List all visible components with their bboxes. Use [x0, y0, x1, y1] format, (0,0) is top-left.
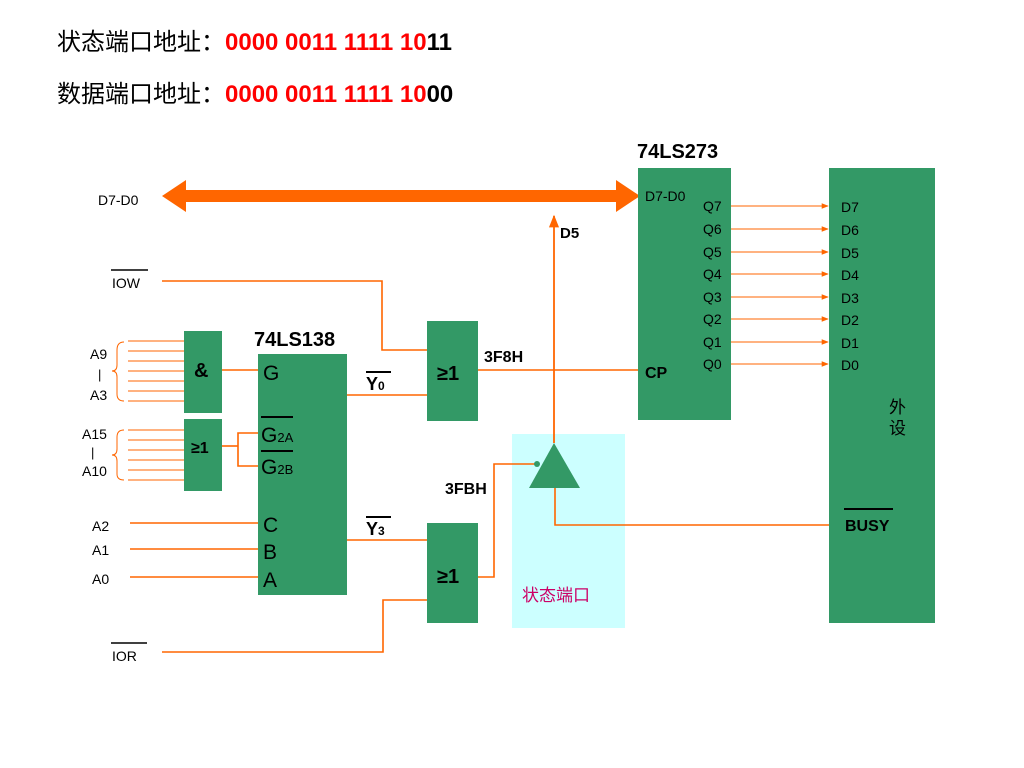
data-address-label: 数据端口地址： — [57, 80, 225, 108]
latch-cp: CP — [645, 365, 668, 382]
pin-c: C — [263, 514, 278, 537]
status-enable-wire — [478, 463, 536, 578]
latch-q3: Q3 — [703, 289, 722, 305]
enable-bubble — [534, 461, 540, 467]
periph-d0: D0 — [841, 357, 859, 373]
data-bus-arrow — [162, 180, 640, 212]
busy-label: BUSY — [845, 518, 890, 535]
periph-d7: D7 — [841, 199, 859, 215]
data-address-bits-red: 0000 0011 1111 10 — [225, 81, 427, 108]
and-gate-symbol: & — [194, 360, 208, 382]
latch-input-label: D7-D0 — [645, 188, 686, 204]
status-port-label: 状态端口 — [522, 586, 590, 606]
pin-g2a: G2A — [261, 424, 294, 447]
status-port-area — [512, 434, 625, 628]
latch-q2: Q2 — [703, 311, 722, 327]
periph-d2: D2 — [841, 312, 859, 328]
status-port-address: 3FBH — [445, 481, 487, 498]
latch-title: 74LS273 — [637, 141, 718, 163]
latch-q6: Q6 — [703, 221, 722, 237]
a0-label: A0 — [92, 571, 109, 587]
a15-a10-lines — [128, 429, 184, 481]
d5-label: D5 — [560, 225, 579, 242]
a9-a3-bar: | — [98, 367, 101, 382]
latch-q1: Q1 — [703, 334, 722, 350]
a15-a10-brace — [111, 429, 125, 481]
iow-wire — [162, 280, 427, 351]
a10-label: A10 — [82, 463, 107, 479]
latch-74ls273 — [638, 168, 731, 420]
pin-g: G — [263, 362, 279, 385]
pin-a: A — [263, 569, 277, 592]
a2-label: A2 — [92, 518, 109, 534]
or-gate-high-address — [184, 419, 222, 491]
or-gate-status-symbol: ≥1 — [437, 566, 459, 588]
tri-state-buffer — [529, 443, 580, 488]
y3-label: Y3 — [366, 519, 385, 539]
wires — [130, 280, 829, 653]
y0-label: Y0 — [366, 374, 385, 394]
peripheral-label-2: 设 — [889, 419, 906, 439]
latch-q7: Q7 — [703, 198, 722, 214]
data-address-bits-black: 00 — [426, 81, 454, 108]
latch-output-wires — [731, 203, 829, 367]
periph-d4: D4 — [841, 267, 859, 283]
g2-wires — [237, 432, 258, 467]
a9-label: A9 — [90, 346, 107, 362]
data-port-address: 3F8H — [484, 349, 523, 366]
peripheral-label-1: 外 — [889, 398, 906, 418]
iow-label: IOW — [112, 275, 141, 291]
status-address-label: 状态端口地址： — [57, 28, 225, 56]
or-gate-data-port — [427, 321, 478, 421]
a15-label: A15 — [82, 426, 107, 442]
a9-a3-brace — [111, 341, 125, 402]
a9-a3-lines — [128, 340, 184, 402]
a3-label: A3 — [90, 387, 107, 403]
status-address-line: 状态端口地址：0000 0011 1111 1011 — [57, 22, 452, 57]
a1-label: A1 — [92, 542, 109, 558]
bus-label: D7-D0 — [98, 192, 139, 208]
latch-q4: Q4 — [703, 266, 722, 282]
or-gate-high-symbol: ≥1 — [191, 440, 209, 457]
and-gate — [184, 331, 222, 413]
pin-b: B — [263, 541, 277, 564]
ior-wire — [162, 599, 427, 653]
periph-d5: D5 — [841, 245, 859, 261]
latch-q0: Q0 — [703, 356, 722, 372]
peripheral-device — [829, 168, 935, 623]
status-address-bits-black: 11 — [426, 29, 452, 56]
pin-g2b: G2B — [261, 456, 293, 479]
or-gate-data-symbol: ≥1 — [437, 363, 459, 385]
decoder-74ls138 — [258, 354, 347, 595]
periph-d6: D6 — [841, 222, 859, 238]
periph-d1: D1 — [841, 335, 859, 351]
periph-d3: D3 — [841, 290, 859, 306]
latch-q5: Q5 — [703, 244, 722, 260]
status-address-bits-red: 0000 0011 1111 10 — [225, 29, 427, 56]
or-gate-status-port — [427, 523, 478, 623]
decoder-title: 74LS138 — [254, 329, 335, 351]
a15-a10-bar: | — [91, 445, 94, 460]
data-address-line: 数据端口地址：0000 0011 1111 1000 — [57, 74, 453, 109]
ior-label: IOR — [112, 648, 137, 664]
busy-wire — [554, 488, 829, 526]
